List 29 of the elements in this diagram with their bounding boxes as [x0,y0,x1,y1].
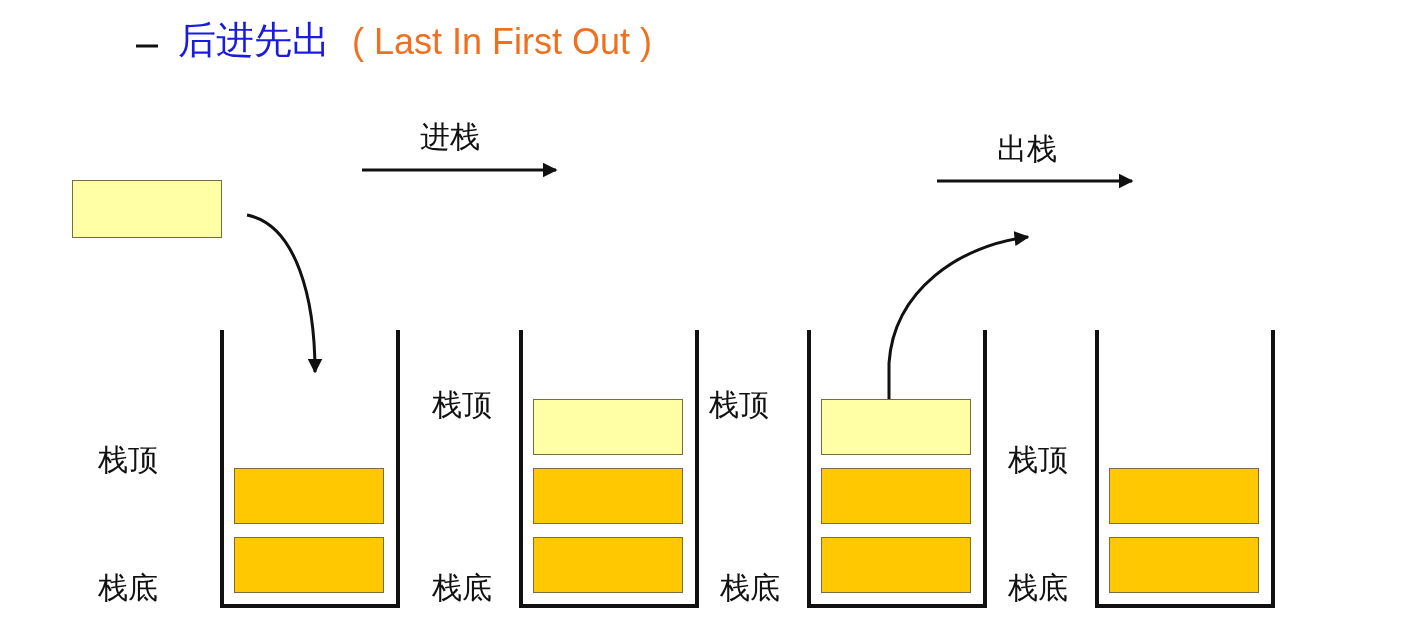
stack-bottom-label: 栈底 [98,573,158,603]
stack-element-box [1109,537,1259,593]
stack-container [807,330,987,608]
stack-top-label: 栈顶 [1008,445,1068,475]
stack-top-label: 栈顶 [98,445,158,475]
stack-element-box [234,537,384,593]
stack-element-box [533,537,683,593]
subtitle: ( Last In First Out ) [352,22,653,62]
title: 后进先出 [178,20,330,62]
stack-element-box [234,468,384,524]
stack-bottom-label: 栈底 [1008,573,1068,603]
stack-element-box [72,180,222,238]
stack-element-box [821,537,971,593]
stack-top-label: 栈顶 [709,390,769,420]
stack-top-label: 栈顶 [432,390,492,420]
stack-element-box [533,468,683,524]
curved-arrow [246,213,323,374]
stack-container [220,330,400,608]
stack-element-box [1109,468,1259,524]
stack-element-box [821,399,971,455]
stack-bottom-label: 栈底 [720,573,780,603]
curved-arrow [887,231,1030,399]
stack-bottom-label: 栈底 [432,573,492,603]
stack-container [519,330,699,608]
arrow-label: 出栈 [997,132,1057,165]
arrow-label: 进栈 [420,120,480,153]
stack-element-box [533,399,683,455]
stack-container [1095,330,1275,608]
stack-element-box [821,468,971,524]
